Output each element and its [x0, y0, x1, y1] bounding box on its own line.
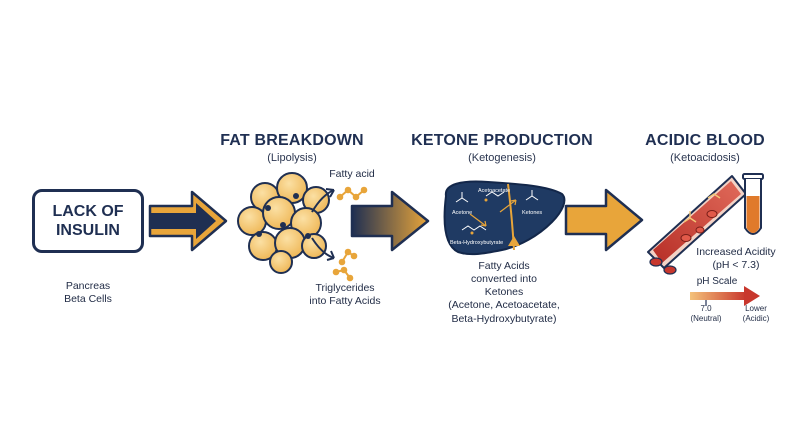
arrow-1 [148, 190, 228, 252]
increased-acidity-label: Increased Acidity (pH < 7.3) [688, 246, 784, 272]
pancreas-caption-line2: Beta Cells [64, 293, 112, 306]
liver-icon [443, 180, 566, 256]
lack-of-insulin-box: LACK OF INSULIN [32, 189, 144, 253]
acidic-marker: Lower (Acidic) [736, 304, 776, 323]
liver-acetoacetate-label: Acetoacetate [478, 188, 510, 194]
pancreas-caption-line1: Pancreas [65, 280, 111, 292]
pancreas-caption: Pancreas Beta Cells [38, 280, 138, 306]
neutral-value: 7.0 [700, 304, 712, 313]
fat-cell-cluster-icon [237, 172, 330, 274]
ketone-production-subtitle: (Ketogenesis) [468, 152, 536, 164]
increased-acidity-line2: (pH < 7.3) [712, 259, 760, 272]
fatty-acid-molecule-icon [336, 186, 368, 201]
triglycerides-caption-line2: into Fatty Acids [309, 295, 381, 308]
test-tube-icon [742, 173, 764, 235]
arrow-2 [350, 190, 430, 252]
ketone-caption-line4: (Acetone, Acetoacetate, [448, 299, 560, 312]
triglyceride-molecule-icon [332, 248, 358, 282]
ketone-caption: Fatty Acids converted into Ketones (Acet… [434, 260, 574, 326]
fat-breakdown-subtitle: (Lipolysis) [267, 152, 317, 164]
insulin-box-line2: INSULIN [55, 222, 120, 239]
arrow-3 [564, 188, 644, 252]
liver-acetone-label: Acetone [452, 210, 472, 216]
ketone-caption-line2: converted into [471, 273, 537, 286]
acidic-blood-title: ACIDIC BLOOD [645, 132, 765, 149]
liver-bhb-label: Beta-Hydroxybutyrate [450, 240, 503, 246]
acidic-label: (Acidic) [742, 313, 770, 323]
neutral-marker: 7.0 (Neutral) [682, 304, 730, 323]
ph-scale-label: pH Scale [696, 276, 738, 287]
ketone-production-title: KETONE PRODUCTION [411, 132, 593, 149]
ketone-caption-line3: Ketones [484, 286, 524, 299]
insulin-box-line1: LACK OF [52, 202, 124, 220]
lower-label: Lower [745, 304, 767, 313]
ketone-caption-line5: Beta-Hydroxybutyrate) [451, 312, 557, 325]
fat-breakdown-title: FAT BREAKDOWN [220, 132, 364, 149]
neutral-label: (Neutral) [690, 313, 722, 323]
liver-ketones-label: Ketones [522, 210, 542, 216]
triglycerides-caption-line1: Triglycerides [315, 282, 375, 294]
triglycerides-caption: Triglycerides into Fatty Acids [300, 282, 390, 308]
ph-scale-bar [690, 286, 760, 306]
increased-acidity-line1: Increased Acidity [696, 246, 776, 258]
fatty-acid-label: Fatty acid [329, 168, 375, 180]
acidic-blood-subtitle: (Ketoacidosis) [670, 152, 740, 164]
ketone-caption-line1: Fatty Acids [478, 260, 530, 272]
fatty-acid-release-arrows [311, 188, 335, 261]
